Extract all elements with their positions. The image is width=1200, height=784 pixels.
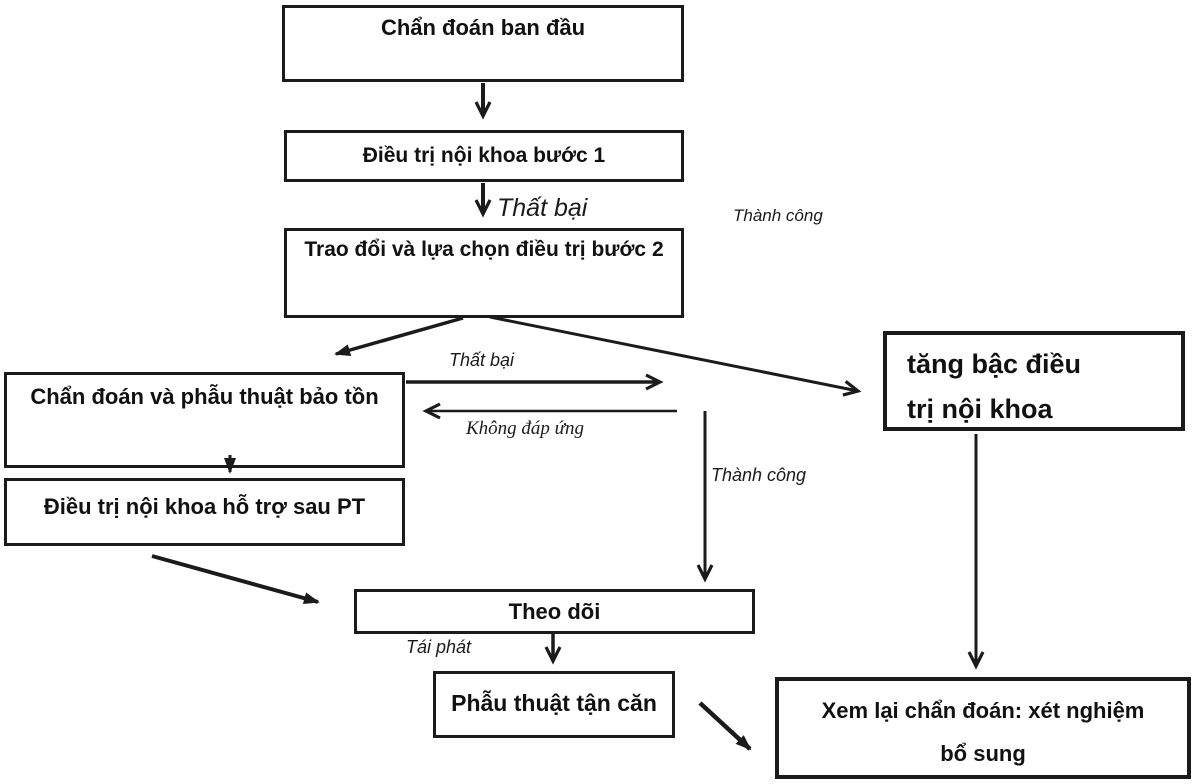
node-review-diagnosis: Xem lại chẩn đoán: xét nghiệm bổ sung: [775, 677, 1191, 779]
node-step1-medical-treatment: Điều trị nội khoa bước 1: [284, 130, 684, 182]
node-radical-surgery-label: Phẫu thuật tận căn: [451, 690, 657, 716]
node-step2-label: Trao đổi và lựa chọn điều trị bước 2: [304, 238, 664, 261]
edge-label-no-response: Không đáp ứng: [466, 418, 585, 439]
node-conservative-surgery-label: Chẩn đoán và phẫu thuật bảo tồn: [30, 384, 379, 409]
arrow-radical-to-review: [698, 701, 752, 751]
edge-label-success-step1: Thành công: [733, 206, 823, 225]
node-postop-label: Điều trị nội khoa hỗ trợ sau PT: [43, 494, 366, 519]
node-escalate-medical-treatment: tăng bậc điều trị nội khoa: [883, 331, 1185, 431]
node-escalate-label-line1: tăng bậc điều: [907, 349, 1082, 379]
node-initial-diagnosis-label: Chẩn đoán ban đầu: [380, 15, 586, 40]
node-initial-diagnosis: Chẩn đoán ban đầu: [282, 5, 684, 82]
arrow-step2-to-escalate: [489, 315, 862, 397]
edge-label-failure-step1: Thất bại: [497, 194, 588, 222]
edge-label-failure-mid: Thất bại: [449, 350, 515, 370]
edge-label-recurrence: Tái phát: [406, 637, 472, 657]
node-radical-surgery: Phẫu thuật tận căn: [433, 671, 675, 738]
node-conservative-surgery: Chẩn đoán và phẫu thuật bảo tồn: [4, 372, 405, 468]
node-follow-up: Theo dõi: [354, 589, 755, 634]
edge-label-success-mid: Thành công: [711, 465, 807, 485]
node-postop-medical-support: Điều trị nội khoa hỗ trợ sau PT: [4, 478, 405, 546]
arrow-step2-to-conservative-surgery: [334, 316, 464, 356]
node-step1-label: Điều trị nội khoa bước 1: [362, 144, 606, 167]
node-follow-up-label: Theo dõi: [508, 599, 601, 624]
node-escalate-label-line2: trị nội khoa: [907, 394, 1053, 424]
node-review-diagnosis-label: Xem lại chẩn đoán: xét nghiệm bổ sung: [821, 698, 1145, 766]
node-step2-treatment-choice: Trao đổi và lựa chọn điều trị bước 2: [284, 228, 684, 318]
arrow-postop-to-followup: [151, 554, 320, 605]
